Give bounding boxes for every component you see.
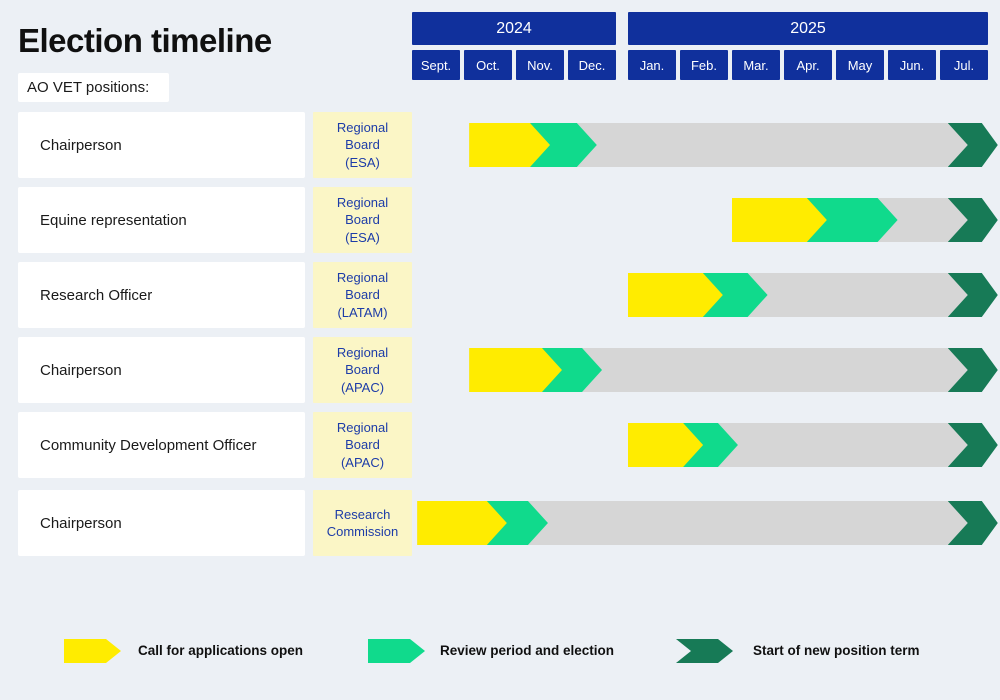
- legend-review-arrow-icon: [368, 639, 425, 663]
- month-cell: Oct.: [464, 50, 512, 80]
- board-badge: Regional Board (APAC): [313, 412, 412, 478]
- position-name: Chairperson: [18, 490, 305, 556]
- board-badge: Regional Board (APAC): [313, 337, 412, 403]
- legend-review-label: Review period and election: [440, 643, 615, 658]
- legend-term-start-arrow-icon: [676, 639, 733, 663]
- month-cell: Nov.: [516, 50, 564, 80]
- month-cell: Jan.: [628, 50, 676, 80]
- year-header-2025: 2025: [628, 12, 988, 45]
- position-name: Research Officer: [18, 262, 305, 328]
- call-open-segment: [469, 123, 550, 167]
- month-cell: Jul.: [940, 50, 988, 80]
- month-cell: Jun.: [888, 50, 936, 80]
- year-header-2024: 2024: [412, 12, 616, 45]
- legend-call-open-label: Call for applications open: [138, 643, 304, 658]
- call-open-segment: [732, 198, 827, 242]
- month-cell: Feb.: [680, 50, 728, 80]
- board-badge: Research Commission: [313, 490, 412, 556]
- page-title: Election timeline: [18, 22, 272, 59]
- legend-term-start-label: Start of new position term: [753, 643, 920, 658]
- position-name: Chairperson: [18, 337, 305, 403]
- month-cell: Dec.: [568, 50, 616, 80]
- month-cell: Apr.: [784, 50, 832, 80]
- call-open-segment: [628, 273, 723, 317]
- month-cell: Mar.: [732, 50, 780, 80]
- position-name: Community Development Officer: [18, 412, 305, 478]
- board-badge: Regional Board (ESA): [313, 187, 412, 253]
- call-open-segment: [469, 348, 562, 392]
- position-name: Chairperson: [18, 112, 305, 178]
- month-cell: May: [836, 50, 884, 80]
- board-badge: Regional Board (LATAM): [313, 262, 412, 328]
- positions-label: AO VET positions:: [18, 73, 169, 102]
- call-open-segment: [417, 501, 507, 545]
- legend-call-open-arrow-icon: [64, 639, 121, 663]
- month-cell: Sept.: [412, 50, 460, 80]
- position-name: Equine representation: [18, 187, 305, 253]
- board-badge: Regional Board (ESA): [313, 112, 412, 178]
